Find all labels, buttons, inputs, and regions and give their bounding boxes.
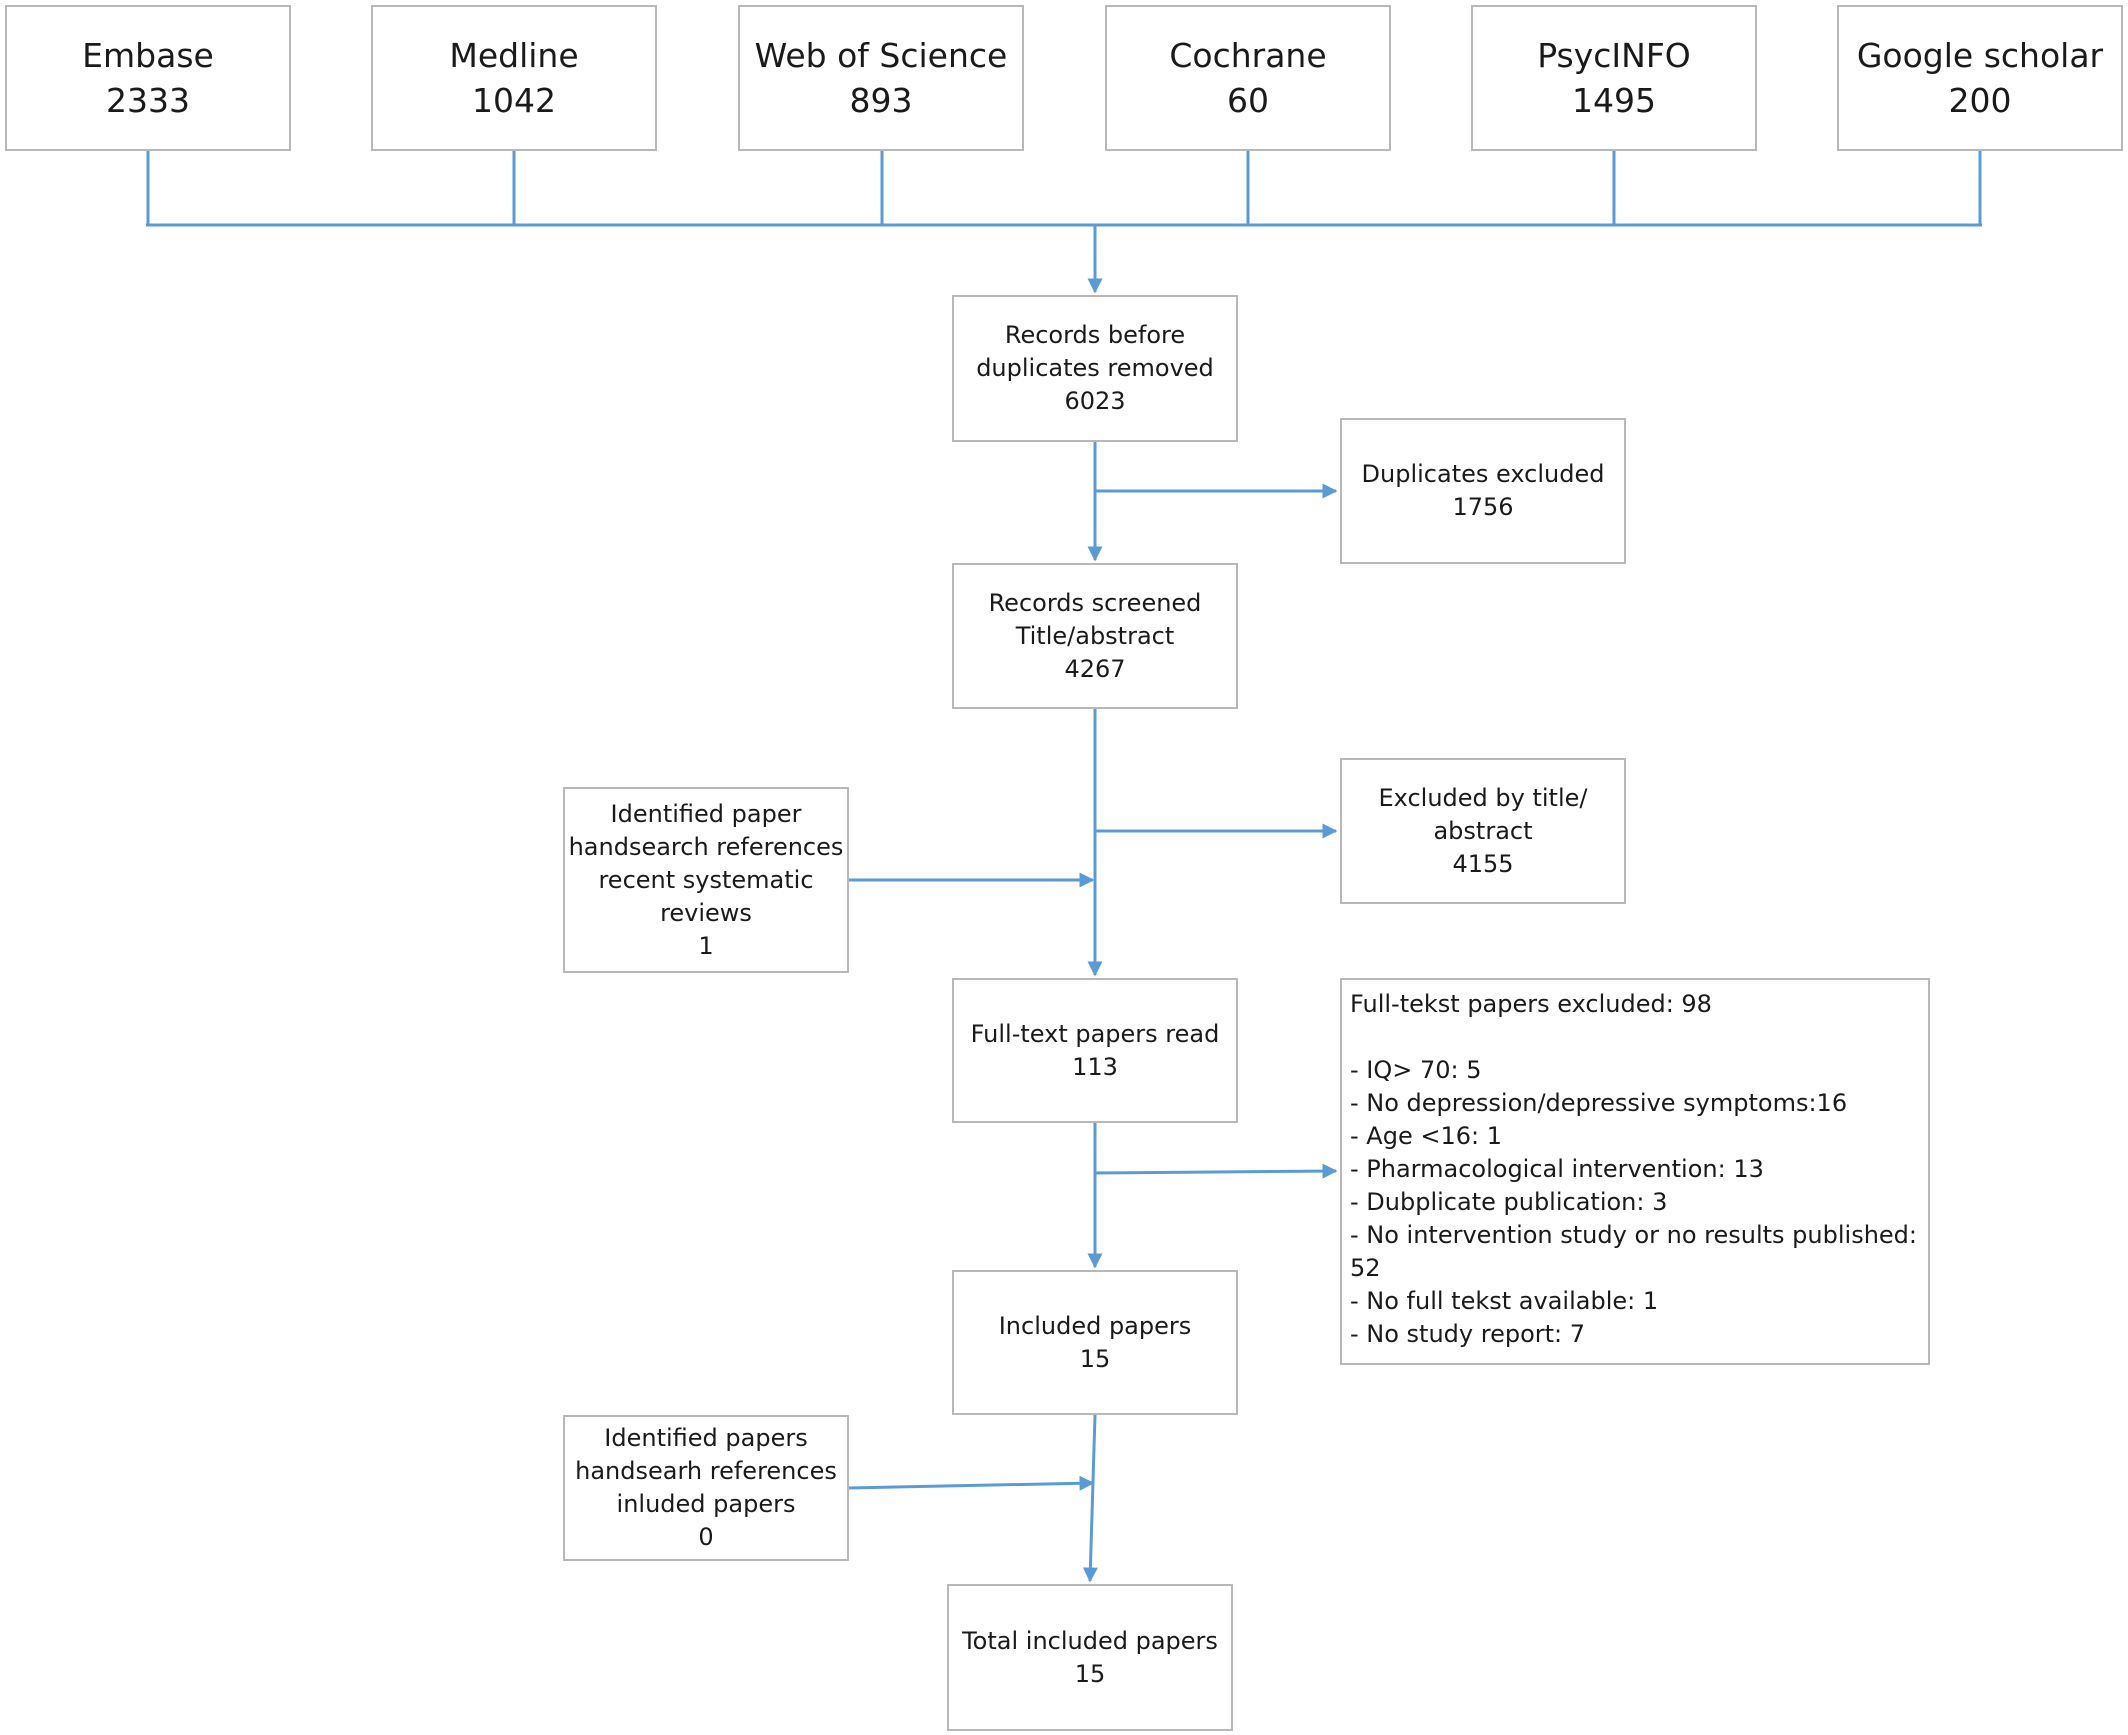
handsearch-included-box: Identified papers handsearh references i…	[563, 1415, 849, 1561]
records-before-duplicates-box: Records before duplicates removed 6023	[952, 295, 1238, 442]
box-line: abstract	[1433, 816, 1533, 845]
source-count: 60	[1227, 81, 1269, 120]
box-line: Full-text papers read	[970, 1019, 1220, 1048]
source-count: 893	[849, 81, 913, 120]
box-line: duplicates removed	[976, 354, 1214, 382]
source-name: Medline	[449, 36, 579, 75]
box-line: Duplicates excluded	[1361, 460, 1605, 488]
exclusion-reason: - Age <16: 1	[1350, 1122, 1502, 1150]
arrow-to-total	[1082, 1414, 1098, 1583]
source-box-web-of-science: Web of Science 893	[738, 5, 1024, 151]
duplicates-excluded-box: Duplicates excluded 1756	[1340, 418, 1626, 564]
box-line: Identified papers	[604, 1424, 808, 1452]
box-count: 6023	[1064, 387, 1126, 415]
source-name: Google scholar	[1856, 36, 2104, 75]
box-count: 15	[1074, 1659, 1106, 1688]
source-box-medline: Medline 1042	[371, 5, 657, 151]
source-name: Embase	[82, 36, 214, 75]
box-line: Total included papers	[962, 1626, 1218, 1655]
fulltext-read-box: Full-text papers read 113	[952, 978, 1238, 1123]
source-name: PsycINFO	[1537, 36, 1691, 75]
exclusion-reason: - Dubplicate publication: 3	[1350, 1188, 1668, 1216]
source-count: 1042	[472, 81, 556, 120]
box-count: 4267	[1064, 654, 1126, 683]
source-box-cochrane: Cochrane 60	[1105, 5, 1391, 151]
excluded-by-title-box: Excluded by title/ abstract 4155	[1340, 758, 1626, 904]
exclusion-reason: - IQ> 70: 5	[1350, 1056, 1482, 1084]
included-papers-box: Included papers 15	[952, 1270, 1238, 1415]
box-line: Excluded by title/	[1378, 783, 1588, 812]
exclusion-reason: - Pharmacological intervention: 13	[1350, 1155, 1764, 1183]
source-count: 1495	[1572, 81, 1656, 120]
box-line: handsearh references	[575, 1457, 837, 1485]
exclusion-heading: Full-tekst papers excluded: 98	[1350, 990, 1712, 1018]
source-box-psycinfo: PsycINFO 1495	[1471, 5, 1757, 151]
source-count: 2333	[106, 81, 190, 120]
box-line: inluded papers	[616, 1490, 796, 1518]
box-line: Records screened	[988, 588, 1202, 617]
box-line: Title/abstract	[1015, 621, 1175, 650]
box-line: Included papers	[998, 1311, 1192, 1340]
box-count: 15	[1079, 1344, 1111, 1373]
box-count: 1756	[1452, 493, 1514, 521]
box-count: 0	[698, 1523, 714, 1551]
records-screened-box: Records screened Title/abstract 4267	[952, 563, 1238, 709]
exclusion-reason: - No full tekst available: 1	[1350, 1287, 1659, 1315]
box-line: Identified paper	[610, 799, 802, 828]
box-count: 113	[1072, 1052, 1118, 1081]
box-count: 1	[698, 931, 714, 960]
source-box-google-scholar: Google scholar 200	[1837, 5, 2123, 151]
box-line: handsearch references	[568, 832, 844, 861]
box-line: reviews	[660, 898, 752, 927]
handsearch-reviews-box: Identified paper handsearch references r…	[563, 787, 849, 973]
total-included-box: Total included papers 15	[947, 1584, 1233, 1731]
source-name: Web of Science	[754, 36, 1008, 75]
arrow-from-handsearch-included	[848, 1475, 1095, 1491]
box-count: 4155	[1452, 849, 1514, 878]
exclusion-reason: - No study report: 7	[1350, 1320, 1586, 1348]
box-line: Records before	[1004, 321, 1186, 349]
fulltext-excluded-box: Full-tekst papers excluded: 98 - IQ> 70:…	[1340, 978, 1930, 1365]
arrow-to-fulltext-excluded	[1094, 1163, 1338, 1179]
box-line: recent systematic	[598, 865, 814, 894]
source-box-embase: Embase 2333	[5, 5, 291, 151]
exclusion-reason: - No depression/depressive symptoms:16	[1350, 1089, 1848, 1117]
exclusion-reason: - No intervention study or no results pu…	[1350, 1221, 1917, 1282]
source-count: 200	[1948, 81, 2012, 120]
source-name: Cochrane	[1169, 36, 1327, 75]
